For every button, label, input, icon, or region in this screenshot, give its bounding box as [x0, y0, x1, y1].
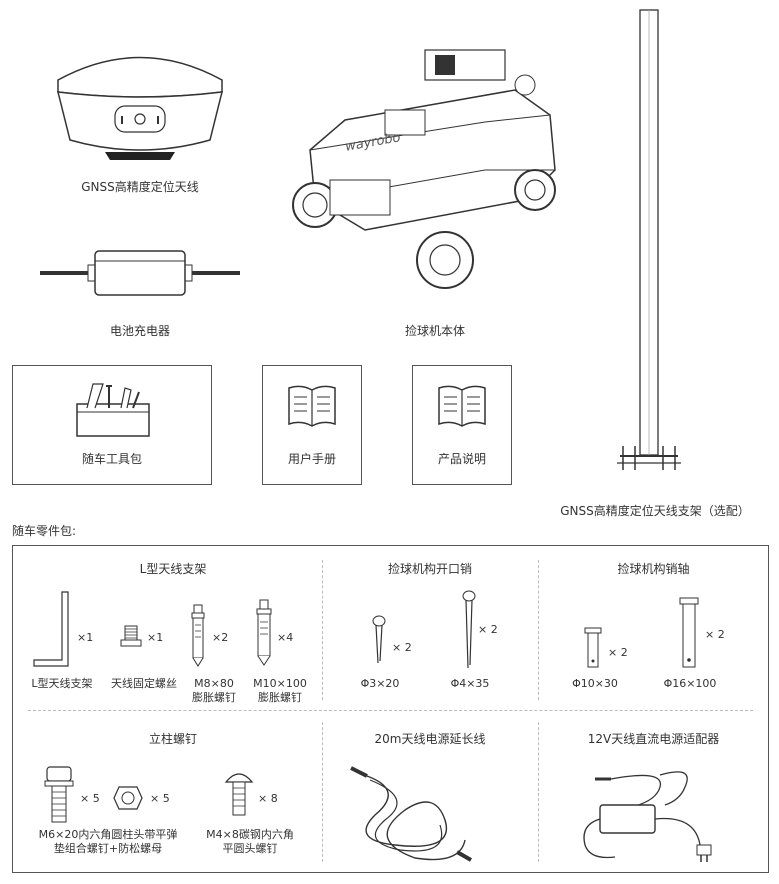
split-pin-large-icon: [462, 590, 476, 669]
l-bracket-title: L型天线支架: [139, 562, 207, 576]
m4-screw-qty: × 8: [258, 792, 278, 805]
antenna-screw-label: 天线固定螺丝: [111, 677, 177, 690]
divider: [538, 722, 539, 862]
lock-nut-icon: [113, 786, 143, 810]
pin-shaft-large-label: Φ16×100: [663, 677, 717, 690]
m10-bolt-label-2: 膨胀螺钉: [258, 691, 302, 704]
pin-shaft-large-qty: × 2: [705, 628, 725, 641]
charger-label: 电池充电器: [109, 324, 170, 338]
pin-shaft-large-icon: [679, 597, 699, 668]
extension-cable-icon: [350, 766, 472, 862]
parts-heading: 随车零件包:: [12, 524, 77, 538]
toolkit-box: 随车工具包: [12, 365, 212, 485]
dc-adapter-title: 12V天线直流电源适配器: [587, 732, 720, 746]
split-pin-large-label: Φ4×35: [450, 677, 490, 690]
l-bracket-label: L型天线支架: [31, 677, 93, 690]
manual-box: 用户手册: [262, 365, 362, 485]
lock-nut-qty: × 5: [150, 792, 170, 805]
parts-panel: [12, 545, 769, 873]
m6-hex-screw-icon: [44, 766, 74, 823]
m8-bolt-label-2: 膨胀螺钉: [192, 691, 236, 704]
pole-label: GNSS高精度定位天线支架（选配）: [560, 504, 750, 518]
pin-shaft-title: 捡球机构销轴: [617, 562, 690, 576]
m8-bolt-label-1: M8×80: [194, 677, 234, 690]
antenna-pole-illustration: [615, 8, 685, 478]
m6-screw-qty: × 5: [80, 792, 100, 805]
l-bracket-icon: [33, 591, 69, 667]
m8-bolt-qty: ×2: [212, 631, 229, 644]
divider: [322, 722, 323, 862]
split-pin-small-qty: × 2: [392, 641, 412, 654]
m10-bolt-qty: ×4: [277, 631, 294, 644]
m4-screw-label-2: 平圆头螺钉: [222, 842, 278, 855]
m6-screw-label-1: M6×20内六角圆柱头带平弹: [38, 828, 178, 841]
book-icon: [288, 385, 336, 427]
m8-expansion-bolt-icon: [191, 604, 205, 667]
split-pin-small-label: Φ3×20: [360, 677, 400, 690]
m6-screw-label-2: 垫组合螺钉+防松螺母: [53, 842, 163, 855]
instructions-box: 产品说明: [412, 365, 512, 485]
toolbox-icon: [76, 383, 150, 437]
split-pin-large-qty: × 2: [478, 623, 498, 636]
split-pin-title: 捡球机构开口销: [387, 562, 472, 576]
column-screw-title: 立柱螺钉: [148, 732, 197, 746]
pin-shaft-small-label: Φ10×30: [572, 677, 618, 690]
antenna-screw-icon: [120, 625, 142, 647]
divider: [538, 560, 539, 700]
antenna-label: GNSS高精度定位天线: [81, 180, 199, 194]
pin-shaft-small-icon: [584, 627, 602, 668]
antenna-screw-qty: ×1: [147, 631, 164, 644]
m4-screw-label-1: M4×8碳钢内六角: [206, 828, 294, 841]
gnss-antenna-illustration: [50, 40, 230, 165]
split-pin-small-icon: [372, 615, 386, 664]
m10-bolt-label-1: M10×100: [253, 677, 307, 690]
book-icon: [438, 385, 486, 427]
pin-shaft-small-qty: × 2: [608, 646, 628, 659]
battery-charger-illustration: [40, 245, 240, 300]
m4-button-screw-icon: [224, 773, 254, 816]
divider: [322, 560, 323, 700]
m10-expansion-bolt-icon: [256, 599, 272, 666]
ball-picker-robot-illustration: wayrobo: [285, 40, 565, 295]
robot-label: 捡球机本体: [404, 324, 465, 338]
dc-adapter-icon: [583, 771, 712, 862]
instructions-label: 产品说明: [437, 452, 486, 466]
extension-cable-title: 20m天线电源延长线: [374, 732, 486, 746]
toolkit-label: 随车工具包: [81, 452, 142, 466]
l-bracket-qty: ×1: [77, 631, 94, 644]
divider: [28, 710, 753, 711]
manual-label: 用户手册: [287, 452, 336, 466]
